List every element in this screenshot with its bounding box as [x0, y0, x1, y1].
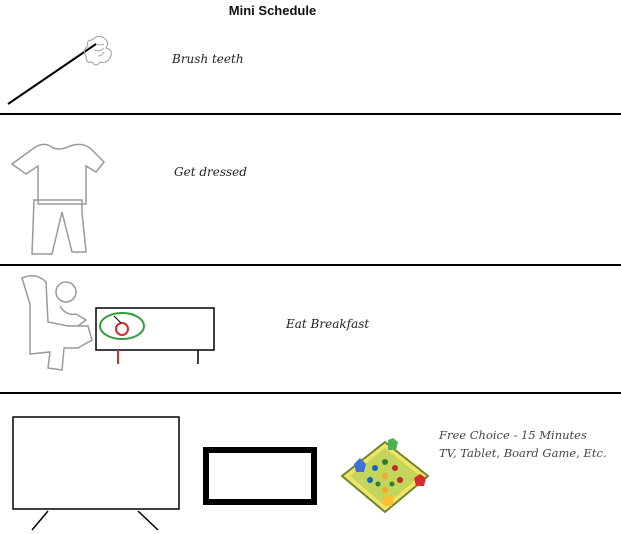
free-choice-label: Free Choice - 15 Minutes TV, Tablet, Boa…	[439, 426, 607, 462]
row-label-eat-breakfast: Eat Breakfast	[286, 317, 370, 331]
clothes-icon	[10, 143, 106, 255]
page-title: Mini Schedule	[228, 3, 317, 18]
toothbrush-icon	[7, 35, 112, 105]
row-label-get-dressed: Get dressed	[174, 165, 247, 179]
free-choice-options: TV, Tablet, Board Game, Etc.	[439, 446, 607, 460]
tablet-icon	[203, 447, 317, 505]
row-divider	[0, 264, 621, 266]
free-choice-duration: Free Choice - 15 Minutes	[439, 428, 587, 442]
board-game-icon	[340, 438, 430, 514]
tv-icon	[12, 416, 180, 531]
row-divider	[0, 113, 621, 115]
row-divider	[0, 392, 621, 394]
row-label-brush-teeth: Brush teeth	[172, 52, 244, 66]
breakfast-table-icon	[21, 275, 215, 371]
